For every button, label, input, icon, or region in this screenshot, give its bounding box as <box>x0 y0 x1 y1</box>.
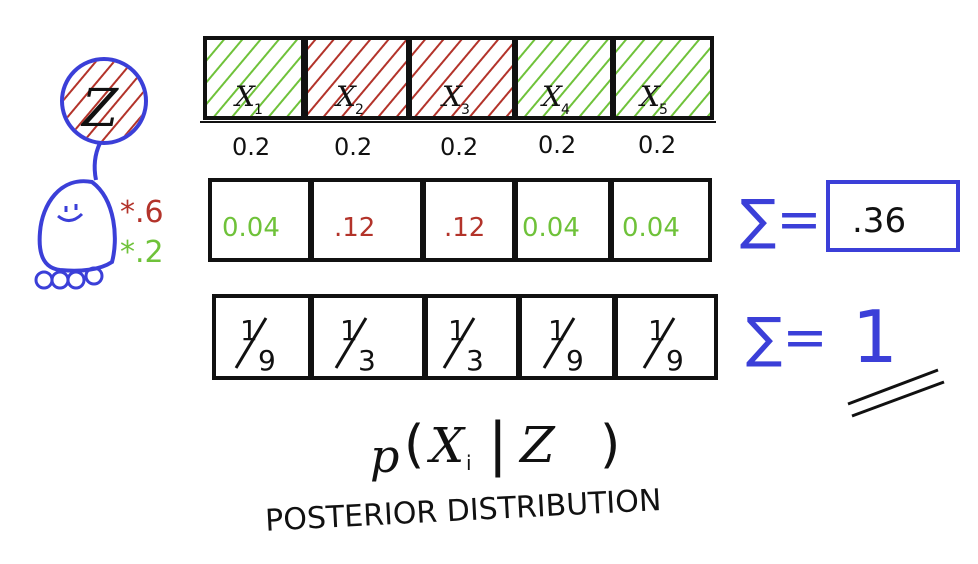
posterior-fraction-3: 1 3 <box>442 314 484 377</box>
cell-subscript: 4 <box>561 102 570 118</box>
prior-cell-4: X 4 <box>514 36 614 120</box>
svg-text:1: 1 <box>448 314 466 347</box>
svg-text:1: 1 <box>648 314 666 347</box>
posterior-fraction-1: 1 9 <box>234 314 276 377</box>
sum-value: .36 <box>852 201 906 241</box>
cell-subscript: 5 <box>659 102 668 118</box>
cell-label: X <box>334 80 357 113</box>
measurement-bubble <box>60 57 148 145</box>
cell-label: X <box>540 80 563 113</box>
svg-text:1: 1 <box>340 314 358 347</box>
svg-text:|: | <box>488 410 508 478</box>
product-row: 0.04 .12 .12 0.04 0.04 <box>208 178 712 262</box>
robot-figure: Z <box>34 57 148 290</box>
svg-text:i: i <box>466 451 472 475</box>
caption: POSTERIOR DISTRIBUTION <box>264 483 662 539</box>
posterior-row: 1 9 1 3 1 3 1 9 1 9 <box>212 294 718 380</box>
prior-cell-5: X 5 <box>612 36 714 120</box>
prior-cell-2: X 2 <box>304 36 410 120</box>
cell-label: X <box>638 80 661 113</box>
cell-label: X <box>440 80 463 113</box>
cell-label: X <box>233 80 256 113</box>
svg-text:9: 9 <box>566 344 584 377</box>
prior-cell-3: X 3 <box>408 36 516 120</box>
svg-text:p: p <box>370 429 399 483</box>
multiplier-hit: *.6 <box>120 195 164 230</box>
sum-symbol: ∑= <box>746 306 828 369</box>
svg-text:Z: Z <box>518 416 556 474</box>
product-value: .12 <box>444 213 485 243</box>
posterior-fraction-2: 1 3 <box>334 314 376 377</box>
svg-text:1: 1 <box>240 314 258 347</box>
prior-row: X 1 X 2 X 3 X 4 X 5 0.2 <box>200 36 716 161</box>
posterior-formula: p ( X i | Z ) <box>370 410 620 483</box>
posterior-sum: ∑= 1 <box>746 295 945 418</box>
underline-stroke <box>851 380 945 418</box>
product-value: 0.04 <box>222 213 280 243</box>
svg-text:9: 9 <box>666 344 684 377</box>
posterior-fraction-4: 1 9 <box>542 314 584 377</box>
underline-stroke <box>847 368 939 406</box>
svg-text:1: 1 <box>548 314 566 347</box>
cell-subscript: 2 <box>355 102 364 118</box>
svg-text:(: ( <box>404 415 424 475</box>
cell-subscript: 1 <box>254 102 263 118</box>
measurement-label: Z <box>80 79 119 139</box>
sum-box <box>826 180 960 252</box>
robot-body <box>37 179 117 273</box>
sum-symbol: ∑= <box>740 188 822 251</box>
product-sum: ∑= .36 <box>740 180 960 252</box>
prior-value: 0.2 <box>334 133 372 161</box>
prior-value: 0.2 <box>638 131 676 159</box>
prior-cell-1: X 1 <box>203 36 305 120</box>
prior-value: 0.2 <box>538 131 576 159</box>
svg-text:): ) <box>600 415 620 475</box>
sum-value: 1 <box>852 295 898 379</box>
prior-value: 0.2 <box>440 133 478 161</box>
prior-value: 0.2 <box>232 133 270 161</box>
cell-subscript: 3 <box>461 102 470 118</box>
svg-text:X: X <box>426 418 466 474</box>
multiplier-miss: *.2 <box>120 235 164 270</box>
svg-text:3: 3 <box>466 344 484 377</box>
product-value: 0.04 <box>522 213 580 243</box>
svg-text:9: 9 <box>258 344 276 377</box>
product-value: .12 <box>334 213 375 243</box>
product-value: 0.04 <box>622 213 680 243</box>
svg-text:3: 3 <box>358 344 376 377</box>
posterior-fraction-5: 1 9 <box>642 314 684 377</box>
